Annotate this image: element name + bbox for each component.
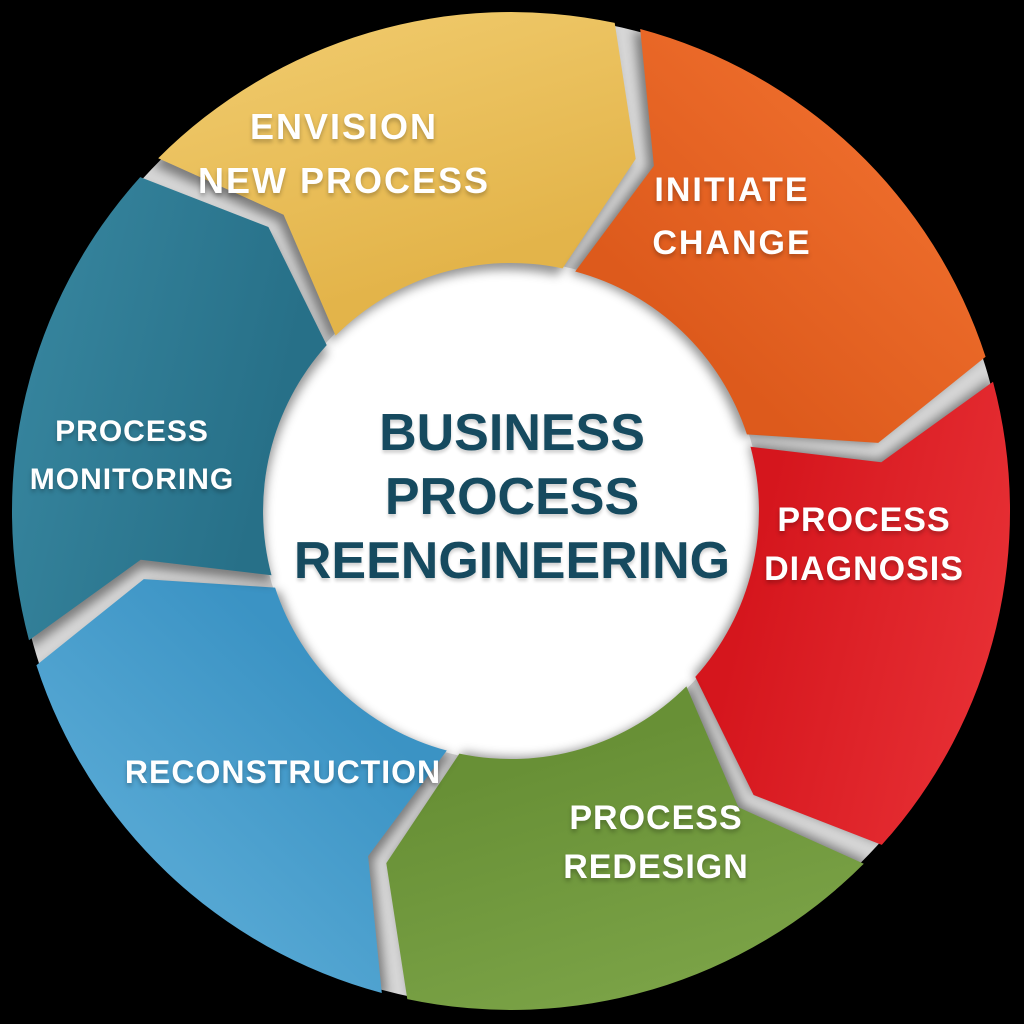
center-title: BUSINESS PROCESS REENGINEERING (293, 404, 731, 590)
segment-label-initiate-change: INITIATE CHANGE (652, 171, 812, 262)
segment-label-process-redesign: PROCESS REDESIGN (563, 799, 749, 886)
center-circle (261, 261, 761, 761)
segment-envision-new-process (158, 12, 636, 336)
segment-reconstruction (36, 579, 447, 993)
segment-process-diagnosis (695, 381, 1011, 845)
segment-label-reconstruction: RECONSTRUCTION (124, 754, 442, 790)
segment-label-envision-new-process: ENVISION NEW PROCESS (197, 106, 491, 201)
segment-label-process-diagnosis: PROCESS DIAGNOSIS (764, 501, 964, 588)
segment-initiate-change (575, 29, 986, 443)
segment-label-process-monitoring: PROCESS MONITORING (29, 415, 235, 496)
segment-process-monitoring (11, 177, 327, 641)
segment-process-redesign (386, 686, 864, 1010)
